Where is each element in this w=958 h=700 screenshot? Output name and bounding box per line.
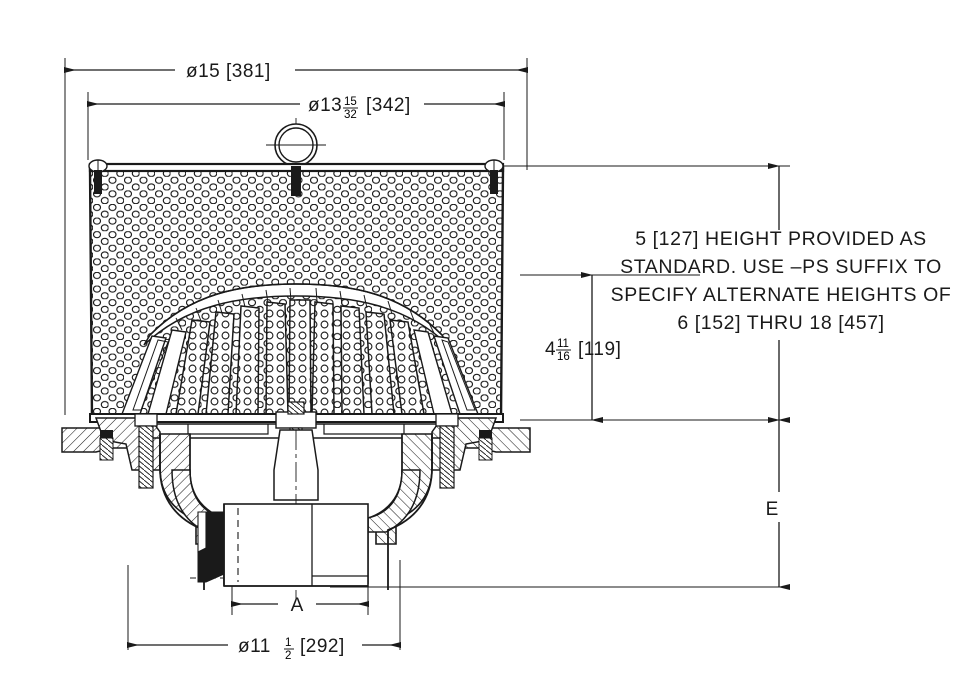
outlet-gasket bbox=[190, 511, 225, 583]
dome-diameter-numerator: 15 bbox=[344, 96, 357, 108]
body-diameter-denominator: 2 bbox=[285, 650, 291, 662]
no-hub-outlet bbox=[223, 503, 369, 587]
note-line-3: SPECIFY ALTERNATE HEIGHTS OF bbox=[611, 284, 952, 306]
sump-depth-bracket: [119] bbox=[578, 339, 621, 360]
height-E-label: E bbox=[766, 499, 779, 520]
body-diameter-numerator: 1 bbox=[285, 637, 291, 649]
dimension-height-E: E bbox=[766, 417, 790, 590]
body-diameter-bracket: [292] bbox=[300, 636, 345, 657]
note-line-1: 5 [127] HEIGHT PROVIDED AS bbox=[635, 228, 927, 250]
dome-diameter-prefix: ø13 bbox=[308, 95, 342, 116]
left-clamp-bolt-head bbox=[88, 159, 108, 194]
center-dome-bolt-shank bbox=[291, 166, 301, 196]
note-line-4: 6 [152] THRU 18 [457] bbox=[677, 312, 884, 334]
right-clamp-bolt-head bbox=[484, 159, 504, 194]
radial-rib-grate bbox=[120, 283, 480, 415]
long-clamp-bolts bbox=[134, 401, 459, 491]
outer-diameter-label: ø15 [381] bbox=[186, 61, 271, 82]
sump-depth-numerator: 11 bbox=[557, 338, 569, 350]
sump-depth-whole: 4 bbox=[545, 339, 556, 360]
dome-diameter-bracket: [342] bbox=[366, 95, 411, 116]
grate-slots bbox=[175, 299, 425, 415]
note-line-2: STANDARD. USE –PS SUFFIX TO bbox=[620, 256, 942, 278]
note-text-block: 5 [127] HEIGHT PROVIDED AS STANDARD. USE… bbox=[611, 228, 952, 334]
dome-diameter-denominator: 32 bbox=[344, 109, 357, 121]
dimension-outer-diameter: ø15 [381] bbox=[64, 61, 528, 82]
center-sump-boss bbox=[273, 429, 319, 501]
dimension-sump-depth: 4 11 16 [119] bbox=[545, 272, 621, 423]
outlet-A-label: A bbox=[291, 595, 304, 616]
body-diameter-prefix: ø11 bbox=[238, 636, 271, 657]
dimension-dome-diameter: ø13 15 32 [342] bbox=[87, 95, 505, 121]
sump-depth-denominator: 16 bbox=[557, 351, 570, 363]
dimension-outlet-A: A bbox=[231, 595, 369, 616]
dimension-body-diameter: ø11 1 2 [292] bbox=[127, 636, 401, 662]
center-bolt-head bbox=[266, 123, 326, 167]
